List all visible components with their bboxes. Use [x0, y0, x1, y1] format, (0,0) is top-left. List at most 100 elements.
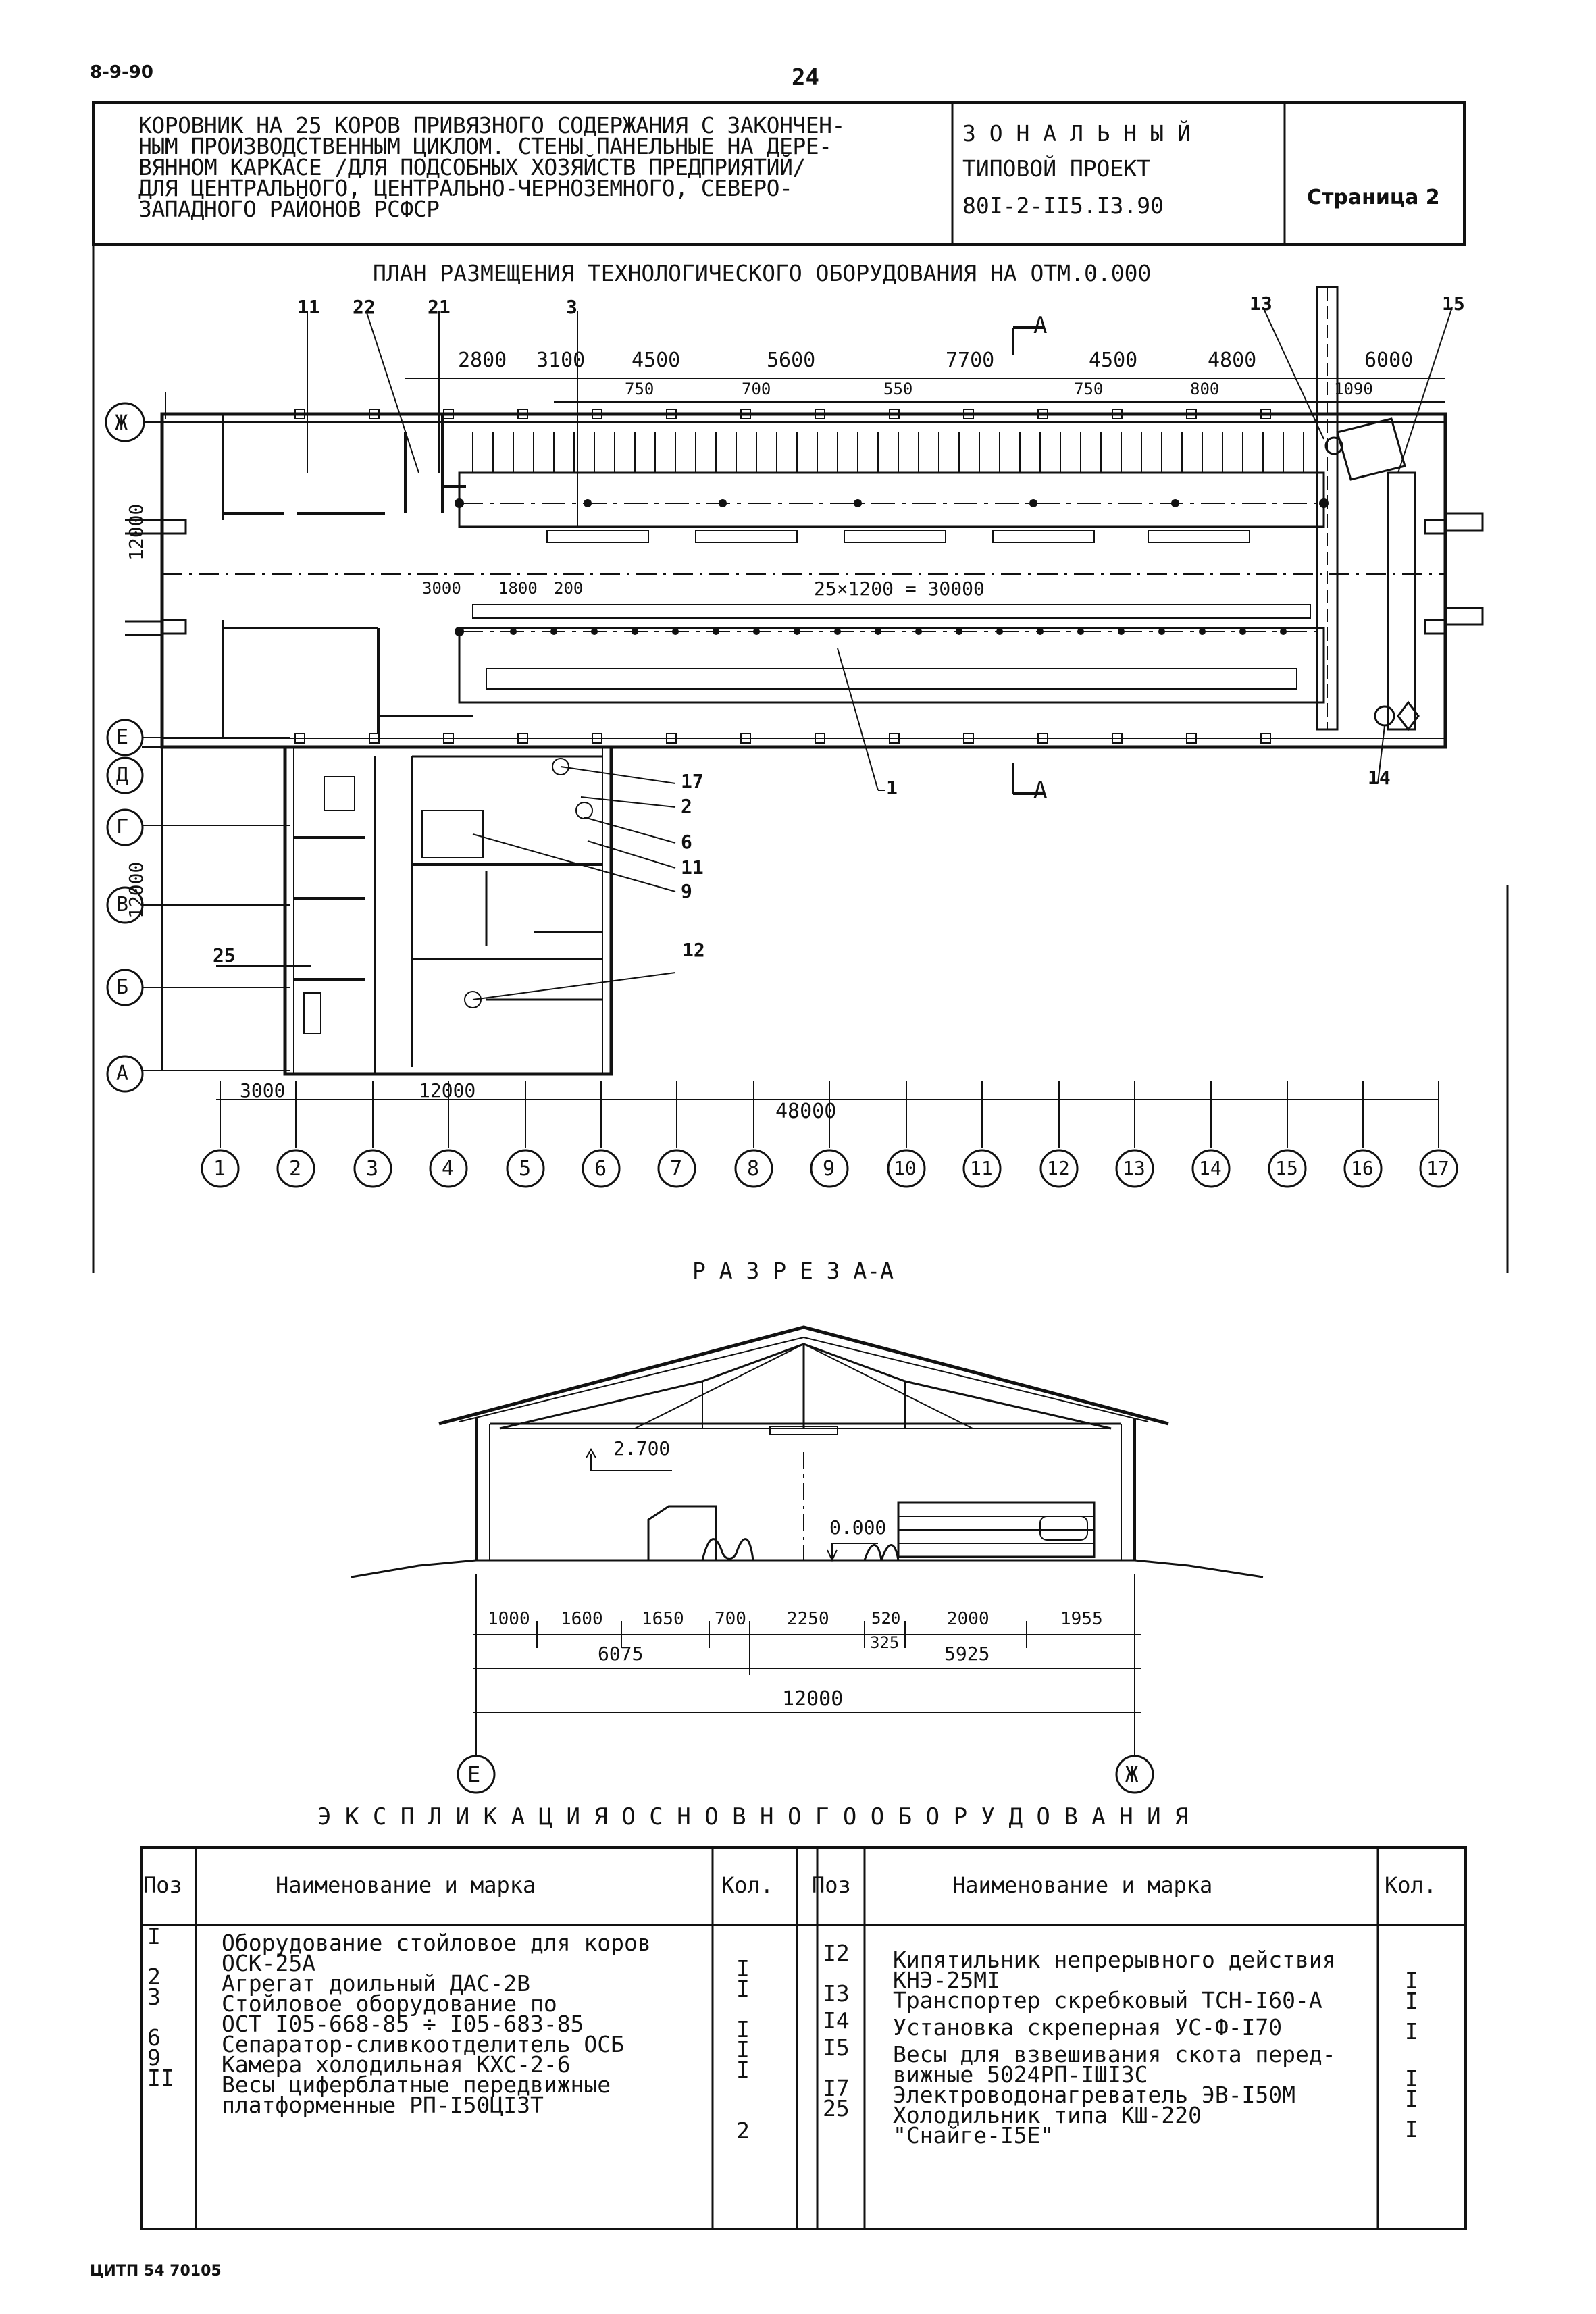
- name-cell: Установка скреперная УС-Ф-I70: [893, 2014, 1283, 2040]
- dim-label: 325: [870, 1633, 900, 1652]
- project-type-typical: ТИПОВОЙ ПРОЕКТ: [962, 155, 1151, 182]
- axis-label: 9: [823, 1157, 835, 1181]
- dim-label: 520: [871, 1609, 901, 1628]
- qty-cell: 2: [736, 2117, 750, 2144]
- dim-label: 700: [715, 1609, 746, 1629]
- dim-label: 5600: [767, 349, 816, 372]
- axis-label: 7: [670, 1157, 683, 1181]
- elevation-top: 2.700: [613, 1437, 671, 1460]
- dim-label: 200: [554, 579, 584, 598]
- name-cell: Оборудование стойловое для коров: [222, 1930, 651, 1956]
- axis-label: 10: [894, 1157, 917, 1179]
- callout-number: 11: [681, 856, 704, 879]
- axis-label: 4: [442, 1157, 455, 1181]
- explication-title: Э К С П Л И К А Ц И Я О С Н О В Н О Г О …: [317, 1803, 1189, 1830]
- axis-label: Ж: [115, 410, 128, 436]
- dim-label: 1650: [642, 1609, 684, 1629]
- pos-column: I 2 3 6 9 II: [147, 1923, 188, 2109]
- qty-cell: I: [1405, 2116, 1418, 2142]
- dim-label: 1800: [498, 579, 538, 598]
- axis-label: 12: [1047, 1157, 1070, 1179]
- pos-cell: I2: [823, 1940, 850, 1966]
- name-cell: Холодильник типа КШ-220: [893, 2102, 1202, 2128]
- qty-column: I I I I I 2: [736, 1955, 763, 2144]
- name-column: Оборудование стойловое для коров ОСК-25А…: [222, 1930, 708, 2118]
- dim-label-vertical: 12000: [125, 503, 147, 561]
- qty-cell: I: [1405, 2018, 1418, 2045]
- pos-cell: I4: [823, 2007, 850, 2034]
- dim-label-overall: 12000: [782, 1687, 844, 1711]
- qty-cell: I: [1405, 2065, 1418, 2092]
- dim-label: 3100: [536, 349, 586, 372]
- qty-column: I I I I I I: [1405, 1968, 1432, 2142]
- pos-cell: I7: [823, 2075, 850, 2101]
- dim-label: 2250: [787, 1609, 829, 1629]
- pos-cell: 25: [823, 2095, 850, 2122]
- name-cell: Сепаратор-сливкоотделитель ОСБ: [222, 2031, 625, 2057]
- section-drawing: [351, 1325, 1264, 1756]
- section-title: Р А З Р Е З А-А: [692, 1258, 894, 1284]
- qty-cell: I: [1405, 1968, 1418, 1994]
- callout-number: 12: [682, 939, 705, 961]
- section-mark-bottom: А: [1033, 777, 1048, 804]
- dim-label: 1090: [1334, 380, 1373, 398]
- pos-cell: 3: [147, 1984, 161, 2010]
- name-cell: "Снайге-I5Е": [893, 2122, 1054, 2149]
- callout-number: 14: [1368, 767, 1391, 789]
- pos-cell: 9: [147, 2045, 161, 2071]
- axis-label: Ж: [1125, 1762, 1139, 1787]
- dim-label: 3000: [422, 579, 461, 598]
- dim-label: 1600: [561, 1609, 603, 1629]
- pos-cell: I5: [823, 2034, 850, 2061]
- dim-label: 12000: [419, 1079, 476, 1102]
- elevation-floor: 0.000: [829, 1516, 887, 1539]
- axis-label: 13: [1123, 1157, 1145, 1179]
- name-cell: Весы циферблатные передвижные: [222, 2072, 611, 2098]
- dim-label: 750: [625, 380, 654, 398]
- axis-label: 15: [1275, 1157, 1298, 1179]
- name-cell: платформенные РП-I50ЦI3Т: [222, 2092, 544, 2118]
- axis-label: 14: [1199, 1157, 1222, 1179]
- axis-label: 1: [213, 1157, 226, 1181]
- axis-label: 3: [366, 1157, 379, 1181]
- axis-label: 17: [1426, 1157, 1449, 1179]
- pos-cell: [823, 2119, 863, 2139]
- callout-number: 17: [681, 770, 704, 792]
- section-mark-top: А: [1033, 312, 1048, 339]
- title-line: НЫМ ПРОИЗВОДСТВЕННЫМ ЦИКЛОМ. СТЕНЫ ПАНЕЛ…: [138, 133, 832, 159]
- callout-number: 11: [297, 296, 320, 318]
- dim-label: 4500: [1089, 349, 1138, 372]
- project-number: 80I-2-II5.I3.90: [962, 192, 1164, 219]
- qty-cell: I: [736, 2057, 750, 2083]
- name-cell: Кипятильник непрерывного действия: [893, 1947, 1336, 1973]
- title-line: ЗАПАДНОГО РАЙОНОВ РСФСР: [138, 196, 440, 222]
- header-qty: Кол.: [721, 1872, 774, 1898]
- dim-label: 700: [742, 380, 771, 398]
- name-cell: ОСТ I05-668-85 ÷ I05-683-85: [222, 2011, 584, 2037]
- pos-cell: 2: [147, 1963, 161, 1990]
- dim-label: 4500: [632, 349, 681, 372]
- name-cell: Агрегат доильный ДАС-2В: [222, 1970, 530, 1997]
- title-line: ВЯННОМ КАРКАСЕ /ДЛЯ ПОДСОБНЫХ ХОЗЯЙСТВ П…: [138, 154, 806, 180]
- axis-label: 8: [747, 1157, 760, 1181]
- axis-label: 16: [1351, 1157, 1374, 1179]
- callout-number: 3: [566, 296, 577, 318]
- dim-label: 550: [883, 380, 913, 398]
- dim-label: 1955: [1060, 1609, 1103, 1629]
- dim-label-overall: 48000: [775, 1100, 837, 1123]
- qty-cell: I: [736, 2036, 750, 2063]
- explication-table-frame: [140, 1846, 1467, 2230]
- name-cell: вижные 5024РП-IШI3С: [893, 2061, 1148, 2088]
- name-column: Кипятильник непрерывного действия КНЭ-25…: [893, 1947, 1372, 2149]
- dim-label: 2800: [458, 349, 507, 372]
- header-name: Наименование и марка: [952, 1872, 1213, 1898]
- title-line: КОРОВНИК НА 25 КОРОВ ПРИВЯЗНОГО СОДЕРЖАН…: [138, 112, 845, 138]
- qty-cell: I: [736, 1955, 750, 1982]
- name-cell: ОСК-25А: [222, 1950, 316, 1976]
- axis-label: В: [116, 893, 129, 917]
- callout-number: 1: [886, 777, 898, 799]
- qty-cell: I: [1405, 1988, 1418, 2014]
- dim-label: 2000: [947, 1609, 989, 1629]
- axis-label: 11: [970, 1157, 993, 1179]
- pos-cell: I: [147, 1923, 161, 1949]
